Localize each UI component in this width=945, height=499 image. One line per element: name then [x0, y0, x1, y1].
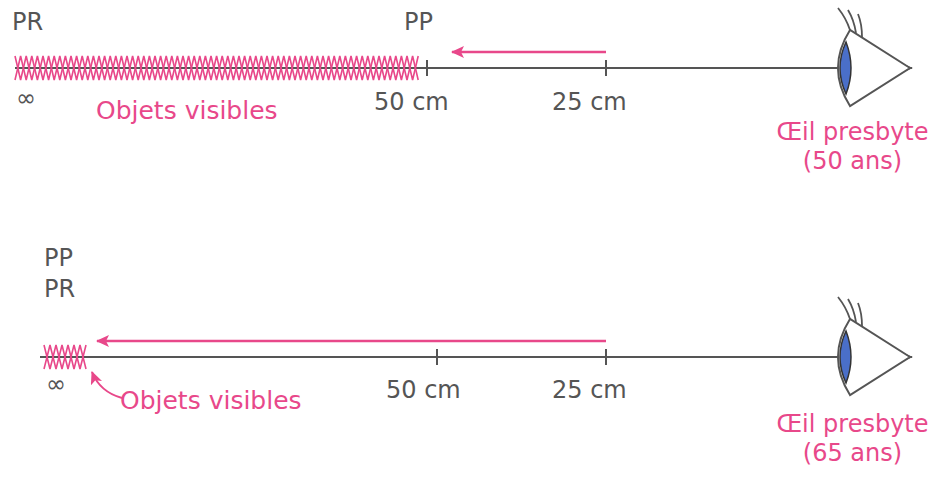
tick: [605, 349, 607, 365]
distance-label: 25 cm: [552, 376, 627, 405]
visible-zone-hatch: [15, 56, 418, 80]
far-point-label: PR: [12, 8, 43, 37]
shift-arrow: [97, 340, 606, 343]
eye-caption: Œil presbyte (50 ans): [765, 118, 940, 176]
far-point-label: PR: [44, 275, 75, 304]
pointer-arrow: [92, 372, 122, 398]
near-point-label: PP: [44, 244, 73, 273]
tick: [436, 349, 438, 365]
near-point-label: PP: [404, 8, 433, 37]
tick: [426, 60, 428, 76]
optical-axis: [15, 67, 912, 69]
distance-label: 50 cm: [374, 88, 449, 117]
eye-symbol: [838, 8, 910, 106]
visible-objects-label: Objets visibles: [120, 386, 302, 416]
eye-caption: Œil presbyte (65 ans): [765, 410, 940, 468]
optical-axis: [40, 356, 912, 358]
tick: [605, 60, 607, 76]
infinity-label: ∞: [16, 84, 36, 113]
distance-label: 50 cm: [386, 376, 461, 405]
visible-zone-hatch: [44, 345, 86, 369]
infinity-label: ∞: [46, 370, 66, 399]
eye-symbol: [838, 297, 910, 395]
visible-objects-label: Objets visibles: [96, 96, 278, 126]
shift-arrow: [452, 51, 606, 54]
distance-label: 25 cm: [552, 88, 627, 117]
